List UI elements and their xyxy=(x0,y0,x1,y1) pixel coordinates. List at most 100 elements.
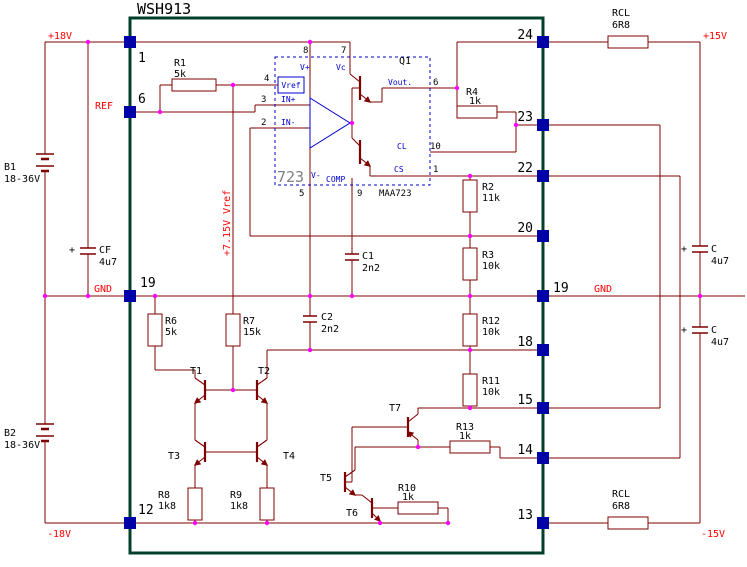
resistor-r4-label: R4 xyxy=(466,87,478,98)
resistor-r13-value: 1k xyxy=(459,431,471,442)
battery-b1-label: B1 xyxy=(4,162,16,173)
ic-part-number: MAA723 xyxy=(379,189,412,199)
resistor-r13: R13 1k xyxy=(449,422,491,454)
ic-pin8-number: 8 xyxy=(303,46,308,56)
resistor-rcl-top-value: 6R8 xyxy=(612,20,630,31)
battery-b2-value: 18-36V xyxy=(4,440,40,451)
pin-label-22: 22 xyxy=(517,161,533,176)
capacitor-cf-value: 4u7 xyxy=(99,257,117,268)
ic-pin1-number: 1 xyxy=(433,165,438,175)
resistor-r13-label: R13 xyxy=(456,422,474,433)
module-outline xyxy=(128,16,545,555)
capacitor-c-bottom-value: 4u7 xyxy=(711,337,729,348)
ic-comp-label: COMP xyxy=(326,175,345,184)
ic-in-minus-label: IN- xyxy=(281,118,295,127)
capacitor-c-top-label: C xyxy=(711,244,717,255)
resistor-rcl-top: RCL 6R8 xyxy=(607,8,649,49)
pin-label-20: 20 xyxy=(517,221,533,236)
opamp-triangle xyxy=(309,97,351,149)
resistor-r10-label: R10 xyxy=(398,483,416,494)
pin-label-18: 18 xyxy=(517,335,533,350)
transistor-t7: T7 xyxy=(389,403,419,441)
pin-label-23: 23 xyxy=(517,110,533,125)
ic-723: Vref IN+ IN- V+ Vc Vout. CL CS COMP V- 4… xyxy=(261,46,441,199)
resistor-r12-value: 10k xyxy=(482,327,500,338)
resistor-r7: R7 15k xyxy=(225,313,261,347)
resistor-r11: R11 10k xyxy=(462,373,500,407)
pin-label-1: 1 xyxy=(138,51,146,66)
rail-labels: +18V REF GND -18V +15V GND -15V +7.15V V… xyxy=(47,31,727,540)
ic-vc-label: Vc xyxy=(336,63,346,72)
resistor-r2: R2 11k xyxy=(462,179,500,213)
pin-square-12 xyxy=(124,517,136,529)
capacitor-c-top-value: 4u7 xyxy=(711,256,729,267)
capacitor-c-bottom-label: C xyxy=(711,325,717,336)
capacitor-c-bottom-plus: + xyxy=(681,325,687,336)
capacitor-c1-value: 2n2 xyxy=(362,263,380,274)
resistor-r6-label: R6 xyxy=(165,316,177,327)
pin-label-15: 15 xyxy=(517,393,533,408)
ic-pin3-number: 3 xyxy=(261,95,266,105)
capacitor-c-top: + C 4u7 xyxy=(681,244,729,267)
rail-gnd-right: GND xyxy=(594,284,612,295)
transistor-t6-label: T6 xyxy=(346,508,358,519)
battery-b1-value: 18-36V xyxy=(4,174,40,185)
resistor-r8: R8 1k8 xyxy=(158,487,203,521)
resistor-rcl-bottom-value: 6R8 xyxy=(612,501,630,512)
resistor-r4: R4 1k xyxy=(456,87,498,119)
capacitor-c-top-plus: + xyxy=(681,244,687,255)
transistor-t6: T6 xyxy=(346,494,381,522)
capacitor-c2: C2 2n2 xyxy=(303,312,339,335)
transistor-t3-label: T3 xyxy=(168,451,180,462)
resistor-r6: R6 5k xyxy=(147,313,177,347)
ic-pin10-number: 10 xyxy=(430,142,441,152)
capacitor-c1: C1 2n2 xyxy=(345,251,380,274)
ic-vout-label: Vout. xyxy=(388,78,412,87)
resistor-r3: R3 10k xyxy=(462,247,500,281)
transistor-t2-label: T2 xyxy=(258,366,270,377)
transistor-t4-label: T4 xyxy=(283,451,295,462)
transistor-t3: T3 xyxy=(168,439,207,466)
capacitor-c2-value: 2n2 xyxy=(321,324,339,335)
ic-723-outline xyxy=(274,56,431,186)
ic-internal-transistor-q1 xyxy=(349,73,372,103)
rail-gnd-left: GND xyxy=(94,284,112,295)
pin-square-23 xyxy=(537,119,549,131)
pin-square-18 xyxy=(537,344,549,356)
pin-square-19-right xyxy=(537,290,549,302)
ic-vref-box xyxy=(277,76,305,94)
capacitor-c2-label: C2 xyxy=(321,312,333,323)
pin-square-22 xyxy=(537,170,549,182)
capacitor-c-bottom: + C 4u7 xyxy=(681,325,729,348)
resistor-r7-label: R7 xyxy=(243,316,255,327)
pin-numbers: 1 6 19 12 24 23 22 20 19 18 15 14 13 xyxy=(138,28,569,523)
resistor-r12-label: R12 xyxy=(482,316,500,327)
pin-square-1 xyxy=(124,36,136,48)
resistor-r11-label: R11 xyxy=(482,376,500,387)
ic-pin6-number: 6 xyxy=(433,78,438,88)
pin-label-13: 13 xyxy=(517,508,533,523)
rail-ref: REF xyxy=(95,101,113,112)
resistor-r7-value: 15k xyxy=(243,327,261,338)
pin-square-13 xyxy=(537,517,549,529)
ic-pin2-number: 2 xyxy=(261,118,266,128)
resistor-r6-value: 5k xyxy=(165,327,177,338)
resistor-r1: R1 5k xyxy=(171,58,217,92)
rail-minus15v: -15V xyxy=(701,529,725,540)
ic-723-label: 723 xyxy=(277,168,304,186)
ic-pin7-number: 7 xyxy=(341,46,346,56)
ic-pin4-number: 4 xyxy=(264,74,269,84)
capacitor-c1-label: C1 xyxy=(362,251,374,262)
pin-square-19-left xyxy=(124,290,136,302)
module-title: WSH913 xyxy=(137,0,191,18)
resistor-r1-label: R1 xyxy=(174,58,186,69)
transistor-t1-label: T1 xyxy=(190,366,202,377)
rail-minus18v: -18V xyxy=(47,529,71,540)
ic-vref-label: Vref xyxy=(281,81,300,90)
pin-squares xyxy=(124,36,549,529)
resistor-r9: R9 1k8 xyxy=(230,487,275,521)
resistor-r9-value: 1k8 xyxy=(230,501,248,512)
pin-square-14 xyxy=(537,452,549,464)
transistor-q1-label: Q1 xyxy=(399,56,411,67)
